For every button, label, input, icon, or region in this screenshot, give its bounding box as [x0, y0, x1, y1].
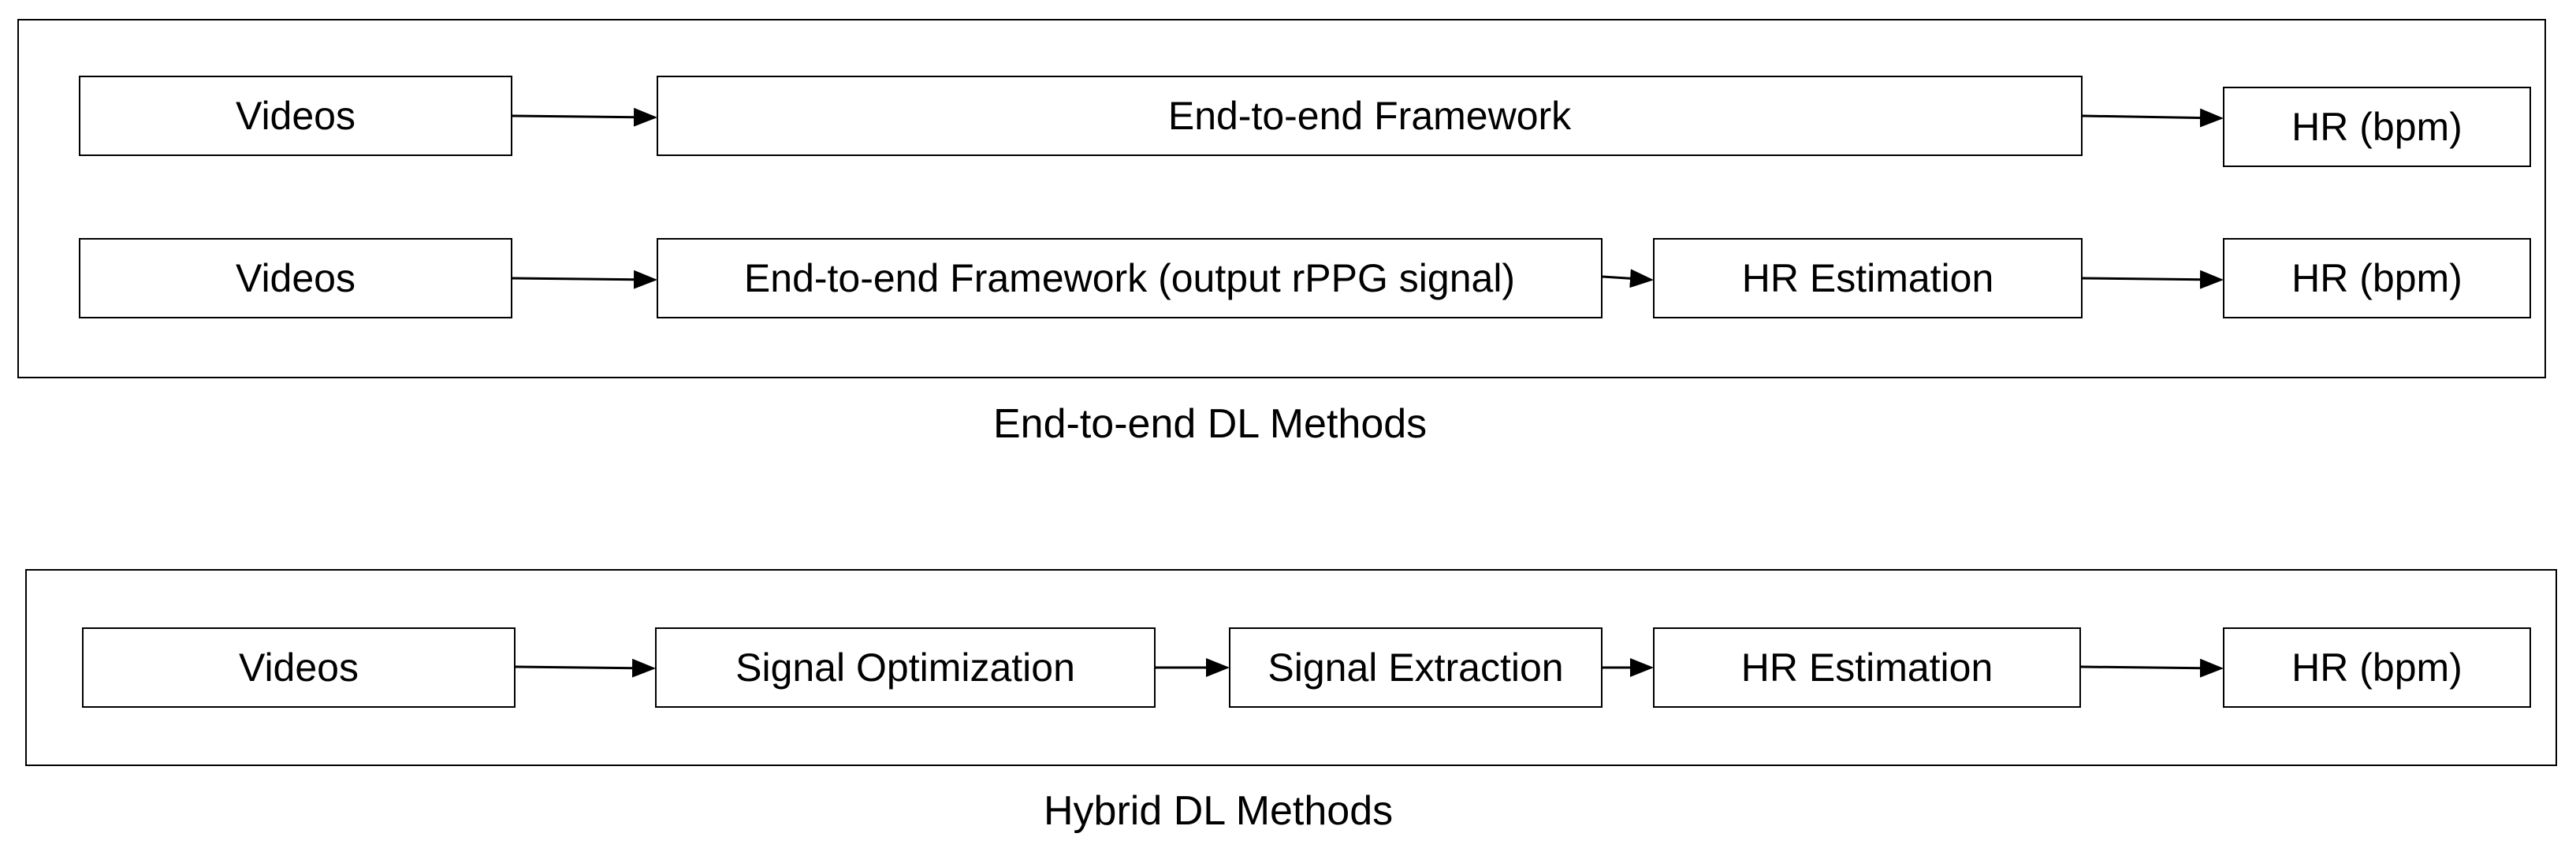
hybrid-videos-box: Videos	[82, 627, 516, 708]
hybrid-hr-output-box: HR (bpm)	[2223, 627, 2531, 708]
hybrid-hr-estimation-label: HR Estimation	[1740, 646, 1993, 690]
e2e-row1-videos-box: Videos	[79, 76, 512, 156]
hybrid-hr-output-label: HR (bpm)	[2291, 646, 2462, 690]
e2e-row2-hr-output-box: HR (bpm)	[2223, 238, 2531, 318]
hybrid-caption: Hybrid DL Methods	[1044, 788, 1394, 834]
e2e-row1-videos-label: Videos	[236, 94, 356, 138]
hybrid-videos-label: Videos	[239, 646, 359, 690]
hybrid-hr-estimation-box: HR Estimation	[1653, 627, 2081, 708]
e2e-row1-framework-box: End-to-end Framework	[657, 76, 2083, 156]
end-to-end-panel	[17, 19, 2546, 378]
hybrid-signal-optimization-label: Signal Optimization	[735, 646, 1075, 690]
e2e-row2-hr-estimation-label: HR Estimation	[1741, 256, 1994, 300]
e2e-row2-hr-output-label: HR (bpm)	[2291, 256, 2462, 300]
hybrid-signal-optimization-box: Signal Optimization	[655, 627, 1156, 708]
e2e-row2-framework-label: End-to-end Framework (output rPPG signal…	[743, 256, 1516, 300]
e2e-row2-hr-estimation-box: HR Estimation	[1653, 238, 2083, 318]
e2e-row2-videos-label: Videos	[236, 256, 356, 300]
e2e-row2-framework-box: End-to-end Framework (output rPPG signal…	[657, 238, 1603, 318]
e2e-row2-videos-box: Videos	[79, 238, 512, 318]
e2e-row1-hr-output-box: HR (bpm)	[2223, 87, 2531, 167]
hybrid-panel	[25, 569, 2557, 766]
hybrid-signal-extraction-box: Signal Extraction	[1229, 627, 1603, 708]
e2e-row1-framework-label: End-to-end Framework	[1167, 94, 1572, 138]
end-to-end-caption: End-to-end DL Methods	[993, 401, 1428, 447]
hybrid-signal-extraction-label: Signal Extraction	[1268, 646, 1564, 690]
e2e-row1-hr-output-label: HR (bpm)	[2291, 105, 2462, 149]
